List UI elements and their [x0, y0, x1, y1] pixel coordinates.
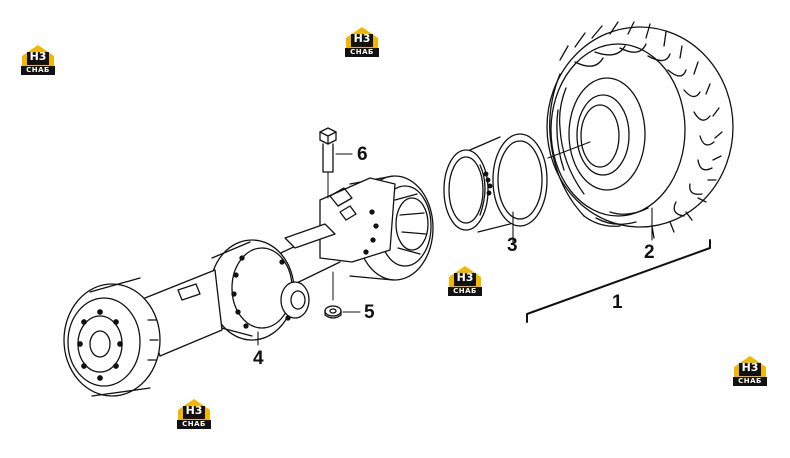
bolt [319, 127, 337, 173]
watermark-logo: H3 CHAБ [344, 26, 380, 58]
watermark-mark: H3 [456, 271, 474, 284]
watermark-logo: H3 CHAБ [447, 265, 483, 297]
watermark-mark: H3 [741, 361, 759, 374]
callout-1: 1 [612, 292, 623, 313]
watermark-logo: H3 CHAБ [20, 44, 56, 76]
watermark-text: CHAБ [177, 420, 211, 429]
watermark-mark: H3 [29, 50, 47, 63]
watermark-mark: H3 [185, 404, 203, 417]
watermark-mark: H3 [353, 32, 371, 45]
watermark-text: CHAБ [448, 287, 482, 296]
axle-assembly [63, 175, 434, 397]
tire [546, 21, 734, 239]
callout-5: 5 [364, 302, 375, 323]
watermark-logo: H3 CHAБ [732, 355, 768, 387]
watermark-text: CHAБ [21, 66, 55, 75]
callout-6: 6 [357, 144, 368, 165]
nut [324, 305, 342, 319]
callout-4: 4 [253, 348, 264, 369]
watermark-text: CHAБ [733, 377, 767, 386]
watermark-logo: H3 CHAБ [176, 398, 212, 430]
callout-2: 2 [644, 242, 655, 263]
assembly-bracket [526, 239, 711, 323]
watermark-text: CHAБ [345, 48, 379, 57]
rim [443, 133, 548, 233]
callout-3: 3 [507, 235, 518, 256]
